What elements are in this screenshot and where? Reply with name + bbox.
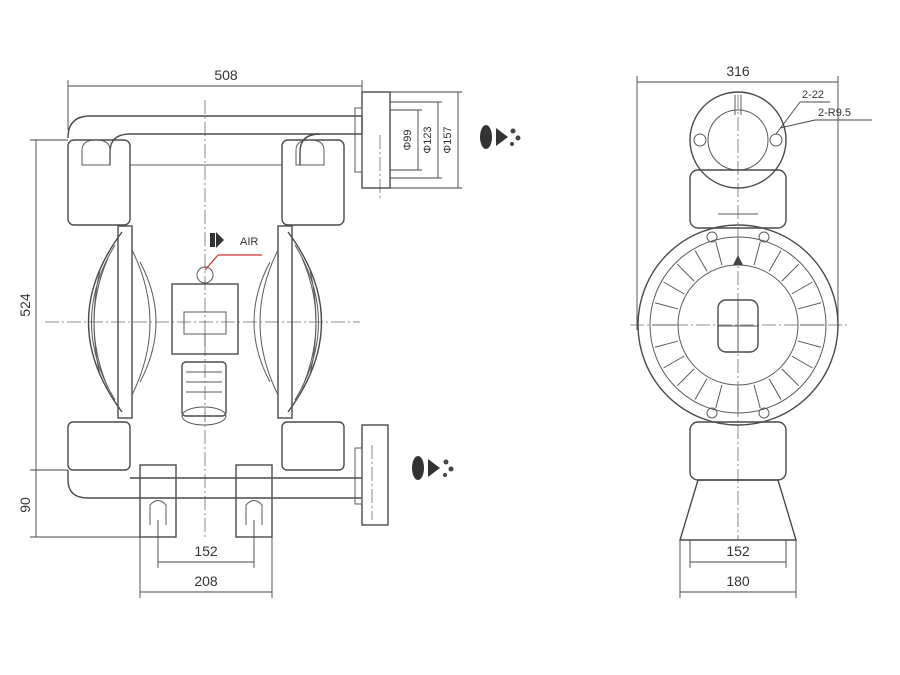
dim-base-height: 90 [17,497,33,513]
dim-front-foot-inner: 152 [194,543,218,559]
radius-leader [779,119,816,129]
left-top-ball-valve [81,139,111,166]
top-flange-outer [689,91,787,189]
side-bolt-4 [758,407,770,419]
side-housing-rib [694,250,708,272]
dim-front-foot-outer: 208 [194,573,218,589]
side-housing-rib [663,281,685,295]
muffler [181,361,227,417]
side-housing-rib [797,302,822,310]
side-housing-rib [654,340,679,348]
flange-bolt-hole-left [693,133,707,147]
right-clamp-ring [277,225,293,419]
flange-bolt-hole-right [769,133,783,147]
air-valve-body [171,283,239,355]
side-housing-ribs [652,239,824,411]
side-housing-rib [768,250,782,272]
side-housing-rib [791,355,813,369]
left-foot-slot [149,500,167,525]
flow-direction-arrow [733,255,743,265]
side-dimensions: 316 2-22 2-R9.5 152 180 [636,63,872,598]
muffler-end [181,406,227,426]
air-inlet-icon-body [210,233,215,247]
outlet-flange-neck [354,107,363,173]
right-top-ball-valve [295,139,325,166]
inlet-flow-icon [412,456,454,480]
dim-flange-phi157: Φ157 [442,126,454,153]
right-foot-slot [245,500,263,525]
side-housing-rib [715,384,723,409]
side-housing-rib [676,263,695,282]
left-top-chamber [67,139,131,226]
front-dimensions: 508 524 90 152 208 Φ99 Φ123 Φ157 [17,67,462,598]
front-view [45,91,391,540]
right-diaphragm-inner-2 [253,261,271,383]
outlet-flange [361,91,391,189]
holes-leader [775,101,801,135]
top-manifold-right-bend [299,133,321,165]
left-housing-rib-3 [93,269,101,376]
right-top-chamber [281,139,345,226]
side-housing-rib [663,355,685,369]
side-housing-rib [694,378,708,400]
side-housing-rib [753,241,761,266]
air-callout: AIR [204,232,262,271]
inlet-flange [361,424,389,526]
dim-flange-phi99: Φ99 [402,129,414,150]
side-housing-rib [715,241,723,266]
left-housing-outer [87,231,123,413]
side-bolt-1 [706,231,718,243]
bottom-manifold-lower [67,470,362,499]
right-diaphragm-inner [259,249,279,396]
side-housing-ring [649,236,827,414]
dim-radius: 2-R9.5 [818,107,851,119]
side-upper-manifold [689,169,787,229]
left-clamp-ring [117,225,133,419]
inlet-flange-neck [354,447,363,505]
dim-holes: 2-22 [802,89,824,101]
side-housing-rib [781,368,800,387]
left-diaphragm-inner [131,249,151,396]
side-housing-rib [753,384,761,409]
dim-front-height: 524 [17,293,33,317]
side-bolt-3 [706,407,718,419]
side-housing-rib [676,368,695,387]
side-housing-rib [654,302,679,310]
side-view [630,91,850,541]
left-bottom-chamber [67,421,131,471]
air-inlet-icon [216,232,224,248]
air-inlet-fitting [196,266,214,284]
right-housing-rib-3 [309,269,317,376]
side-bolt-2 [758,231,770,243]
air-label: AIR [240,236,258,248]
right-bottom-chamber [281,421,345,471]
outlet-flow-icon [480,125,521,149]
dim-front-width: 508 [214,67,238,83]
right-housing-outer [287,231,323,413]
dim-side-foot-inner: 152 [726,543,750,559]
side-housing-rib [791,281,813,295]
dim-side-foot-outer: 180 [726,573,750,589]
dim-flange-phi123: Φ123 [422,126,434,153]
side-housing-rib [797,340,822,348]
dim-side-width: 316 [726,63,750,79]
side-housing-rib [768,378,782,400]
side-housing-rib [781,263,800,282]
left-diaphragm-inner-2 [139,261,157,383]
air-leader [204,254,219,271]
